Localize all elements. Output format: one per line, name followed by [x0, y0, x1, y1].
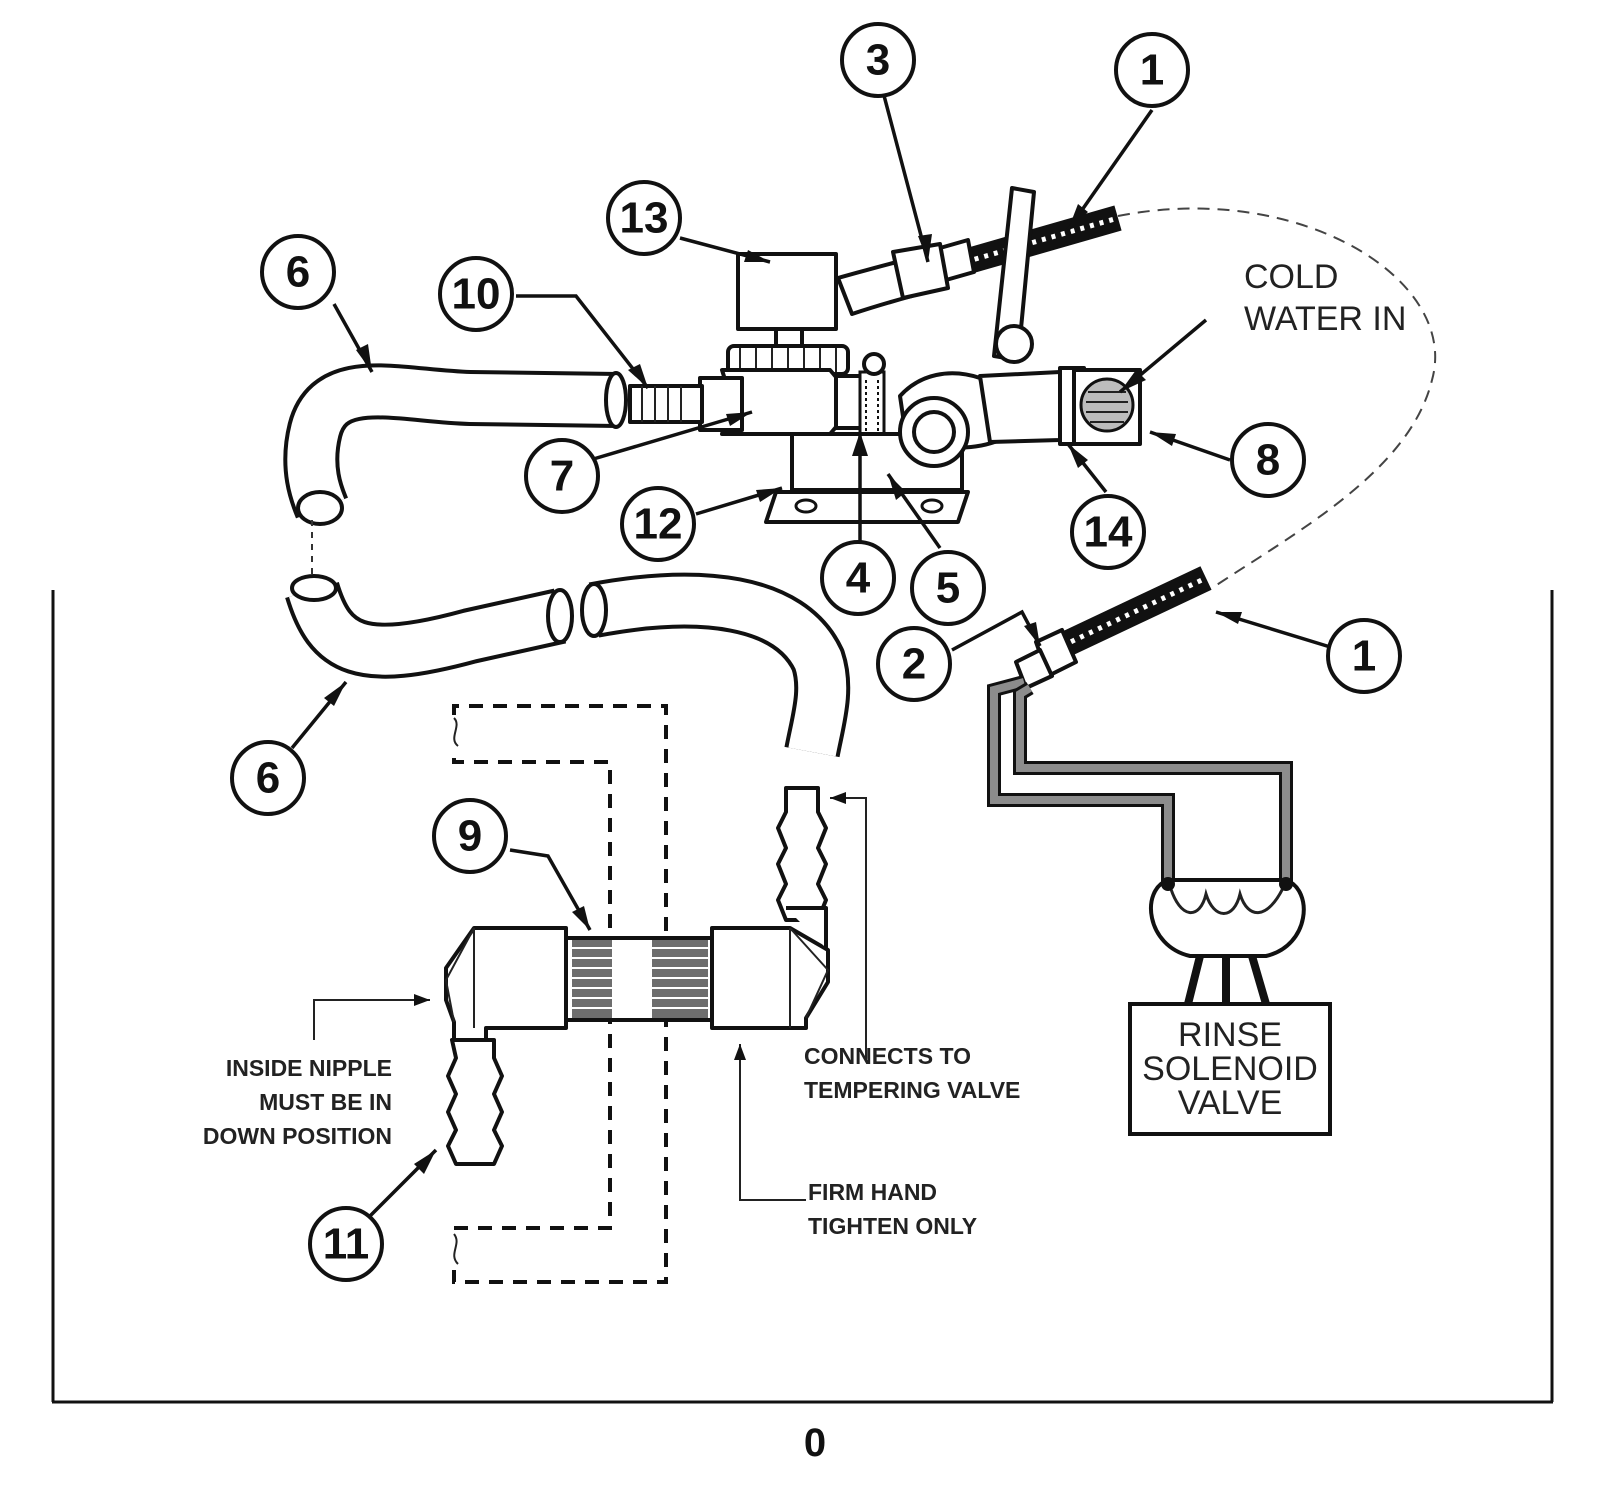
callout-14: 14 — [1070, 494, 1146, 570]
svg-text:RINSE: RINSE — [1178, 1016, 1282, 1054]
leader-lines — [290, 87, 1341, 1220]
svg-text:4: 4 — [846, 554, 871, 603]
firm-hand-tighten-label: FIRM HAND TIGHTEN ONLY — [808, 1179, 977, 1239]
cold-water-in-label: COLD WATER IN — [1244, 258, 1406, 338]
callout-5: 5 — [910, 550, 986, 626]
svg-text:6: 6 — [286, 248, 310, 297]
coiled-supply-hose-lower — [1014, 566, 1212, 690]
drain-hose-6-lower — [285, 520, 851, 758]
callout-12: 12 — [620, 486, 696, 562]
callout-4: 4 — [820, 540, 896, 616]
inside-nipple-label: INSIDE NIPPLE MUST BE IN DOWN POSITION — [203, 1055, 392, 1149]
svg-text:TIGHTEN ONLY: TIGHTEN ONLY — [808, 1213, 977, 1239]
page-number: 0 — [804, 1421, 826, 1465]
svg-text:10: 10 — [452, 270, 501, 319]
callout-1-bottom: 1 — [1326, 618, 1402, 694]
solenoid-wires — [987, 675, 1293, 886]
connects-to-tempering-label: CONNECTS TO TEMPERING VALVE — [804, 1043, 1020, 1103]
svg-text:3: 3 — [866, 36, 890, 85]
svg-text:12: 12 — [634, 500, 683, 549]
hose-continuation-dashed — [1117, 207, 1437, 589]
svg-text:CONNECTS TO: CONNECTS TO — [804, 1043, 971, 1069]
page-frame — [51, 590, 1554, 1404]
rinse-solenoid-valve-label: RINSE SOLENOID VALVE — [1142, 1016, 1318, 1122]
svg-text:5: 5 — [936, 564, 960, 613]
drain-hose-6-upper — [283, 363, 628, 526]
threaded-nipple-9 — [564, 936, 714, 1022]
svg-text:11: 11 — [323, 1220, 370, 1269]
elbow-fitting-right — [710, 906, 830, 1030]
solenoid-coil — [1128, 877, 1332, 1136]
svg-text:13: 13 — [620, 194, 669, 243]
solenoid-body-13 — [726, 252, 850, 376]
valve-handle — [992, 186, 1036, 364]
tempering-valve-barb — [776, 786, 828, 922]
callout-6-top: 6 — [260, 234, 336, 310]
svg-text:MUST BE IN: MUST BE IN — [259, 1089, 392, 1115]
svg-text:1: 1 — [1352, 632, 1376, 681]
svg-text:VALVE: VALVE — [1178, 1084, 1283, 1122]
inlet-assembly-14 — [898, 366, 1142, 468]
svg-text:COLD: COLD — [1244, 258, 1338, 296]
callout-8: 8 — [1230, 422, 1306, 498]
callout-7: 7 — [524, 438, 600, 514]
svg-text:DOWN POSITION: DOWN POSITION — [203, 1123, 392, 1149]
callout-2: 2 — [876, 626, 952, 702]
svg-text:7: 7 — [550, 452, 574, 501]
svg-text:2: 2 — [902, 640, 926, 689]
callout-1-top: 1 — [1114, 32, 1190, 108]
svg-text:1: 1 — [1140, 46, 1164, 95]
valve-body-7 — [628, 368, 872, 436]
callout-3: 3 — [840, 22, 916, 98]
callout-9: 9 — [432, 798, 508, 874]
elbow-fitting-left-11 — [444, 926, 568, 1166]
svg-text:WATER IN: WATER IN — [1244, 300, 1406, 338]
svg-text:FIRM HAND: FIRM HAND — [808, 1179, 937, 1205]
svg-text:8: 8 — [1256, 436, 1280, 485]
svg-text:6: 6 — [256, 754, 280, 803]
svg-text:9: 9 — [458, 812, 482, 861]
svg-text:TEMPERING VALVE: TEMPERING VALVE — [804, 1077, 1020, 1103]
hose-fitting-3 — [836, 242, 950, 316]
svg-text:14: 14 — [1084, 508, 1133, 557]
svg-text:INSIDE NIPPLE: INSIDE NIPPLE — [226, 1055, 392, 1081]
callout-11: 11 — [308, 1206, 384, 1282]
callout-10: 10 — [438, 256, 514, 332]
callout-13: 13 — [606, 180, 682, 256]
callout-6-bottom: 6 — [230, 740, 306, 816]
svg-text:SOLENOID: SOLENOID — [1142, 1050, 1318, 1088]
coiled-supply-hose-upper — [938, 205, 1122, 282]
